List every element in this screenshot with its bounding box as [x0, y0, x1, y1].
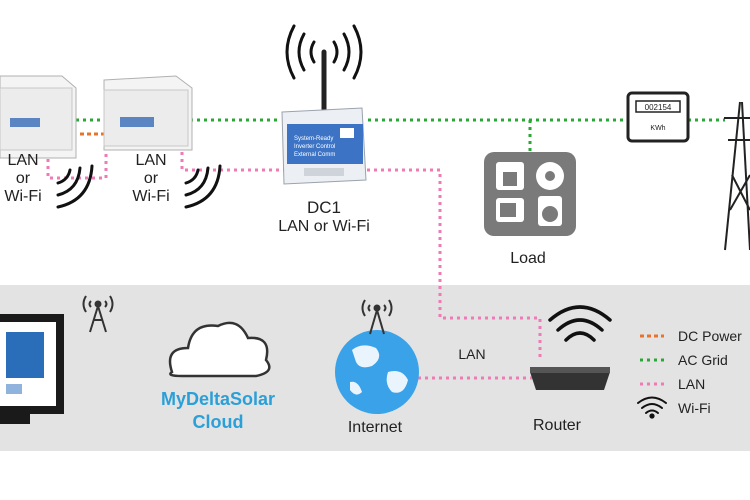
legend-label: LAN — [678, 376, 705, 392]
svg-text:KWh: KWh — [650, 125, 665, 132]
load-label: Load — [510, 250, 546, 267]
cloud-label-line2: Cloud — [193, 412, 244, 432]
globe-icon — [335, 330, 419, 414]
legend-label: DC Power — [678, 328, 742, 344]
monitor-icon — [0, 314, 64, 424]
dc1-device: System-Ready Inverter Control External C… — [281, 24, 367, 185]
inverter-2 — [103, 75, 193, 151]
svg-text:Inverter Control: Inverter Control — [294, 144, 335, 150]
svg-text:LAN: LAN — [135, 152, 166, 169]
load-appliances — [484, 152, 576, 236]
svg-text:System-Ready: System-Ready — [294, 136, 333, 142]
internet-label: Internet — [348, 419, 403, 436]
legend-label: Wi-Fi — [678, 400, 711, 416]
antenna-tower-icon — [82, 295, 114, 333]
svg-text:LAN: LAN — [7, 152, 38, 169]
router-icon — [530, 305, 612, 390]
lan-lines — [46, 145, 542, 380]
antenna-tower-icon — [361, 299, 393, 335]
legend: DC Power AC Grid LAN Wi-Fi — [637, 328, 742, 419]
svg-text:Wi-Fi: Wi-Fi — [4, 188, 41, 205]
router-label: Router — [533, 417, 582, 434]
wifi-icon — [56, 164, 94, 209]
energy-meter-icon: 002154 KWh — [626, 91, 690, 143]
inverter-2-display — [120, 117, 154, 127]
legend-label: AC Grid — [678, 352, 728, 368]
wifi-icon — [637, 396, 667, 419]
svg-text:Wi-Fi: Wi-Fi — [132, 188, 169, 205]
svg-text:002154: 002154 — [645, 103, 672, 112]
lan-link-label: LAN — [458, 346, 485, 362]
svg-text:External Comm: External Comm — [294, 152, 335, 158]
inverter-1-display — [10, 118, 40, 127]
wifi-icon — [285, 24, 363, 80]
power-pylon-icon — [724, 101, 750, 251]
cloud-icon — [168, 321, 271, 378]
dc1-label: DC1 — [307, 198, 341, 217]
wifi-icon — [184, 164, 222, 209]
svg-text:or: or — [144, 170, 159, 187]
dc1-sublabel: LAN or Wi-Fi — [278, 218, 370, 235]
inverter-2-label: LAN or Wi-Fi — [132, 152, 169, 205]
svg-text:or: or — [16, 170, 31, 187]
inverter-1 — [0, 75, 77, 159]
inverter-1-label: LAN or Wi-Fi — [4, 152, 41, 205]
cloud-label-line1: MyDeltaSolar — [161, 389, 275, 409]
